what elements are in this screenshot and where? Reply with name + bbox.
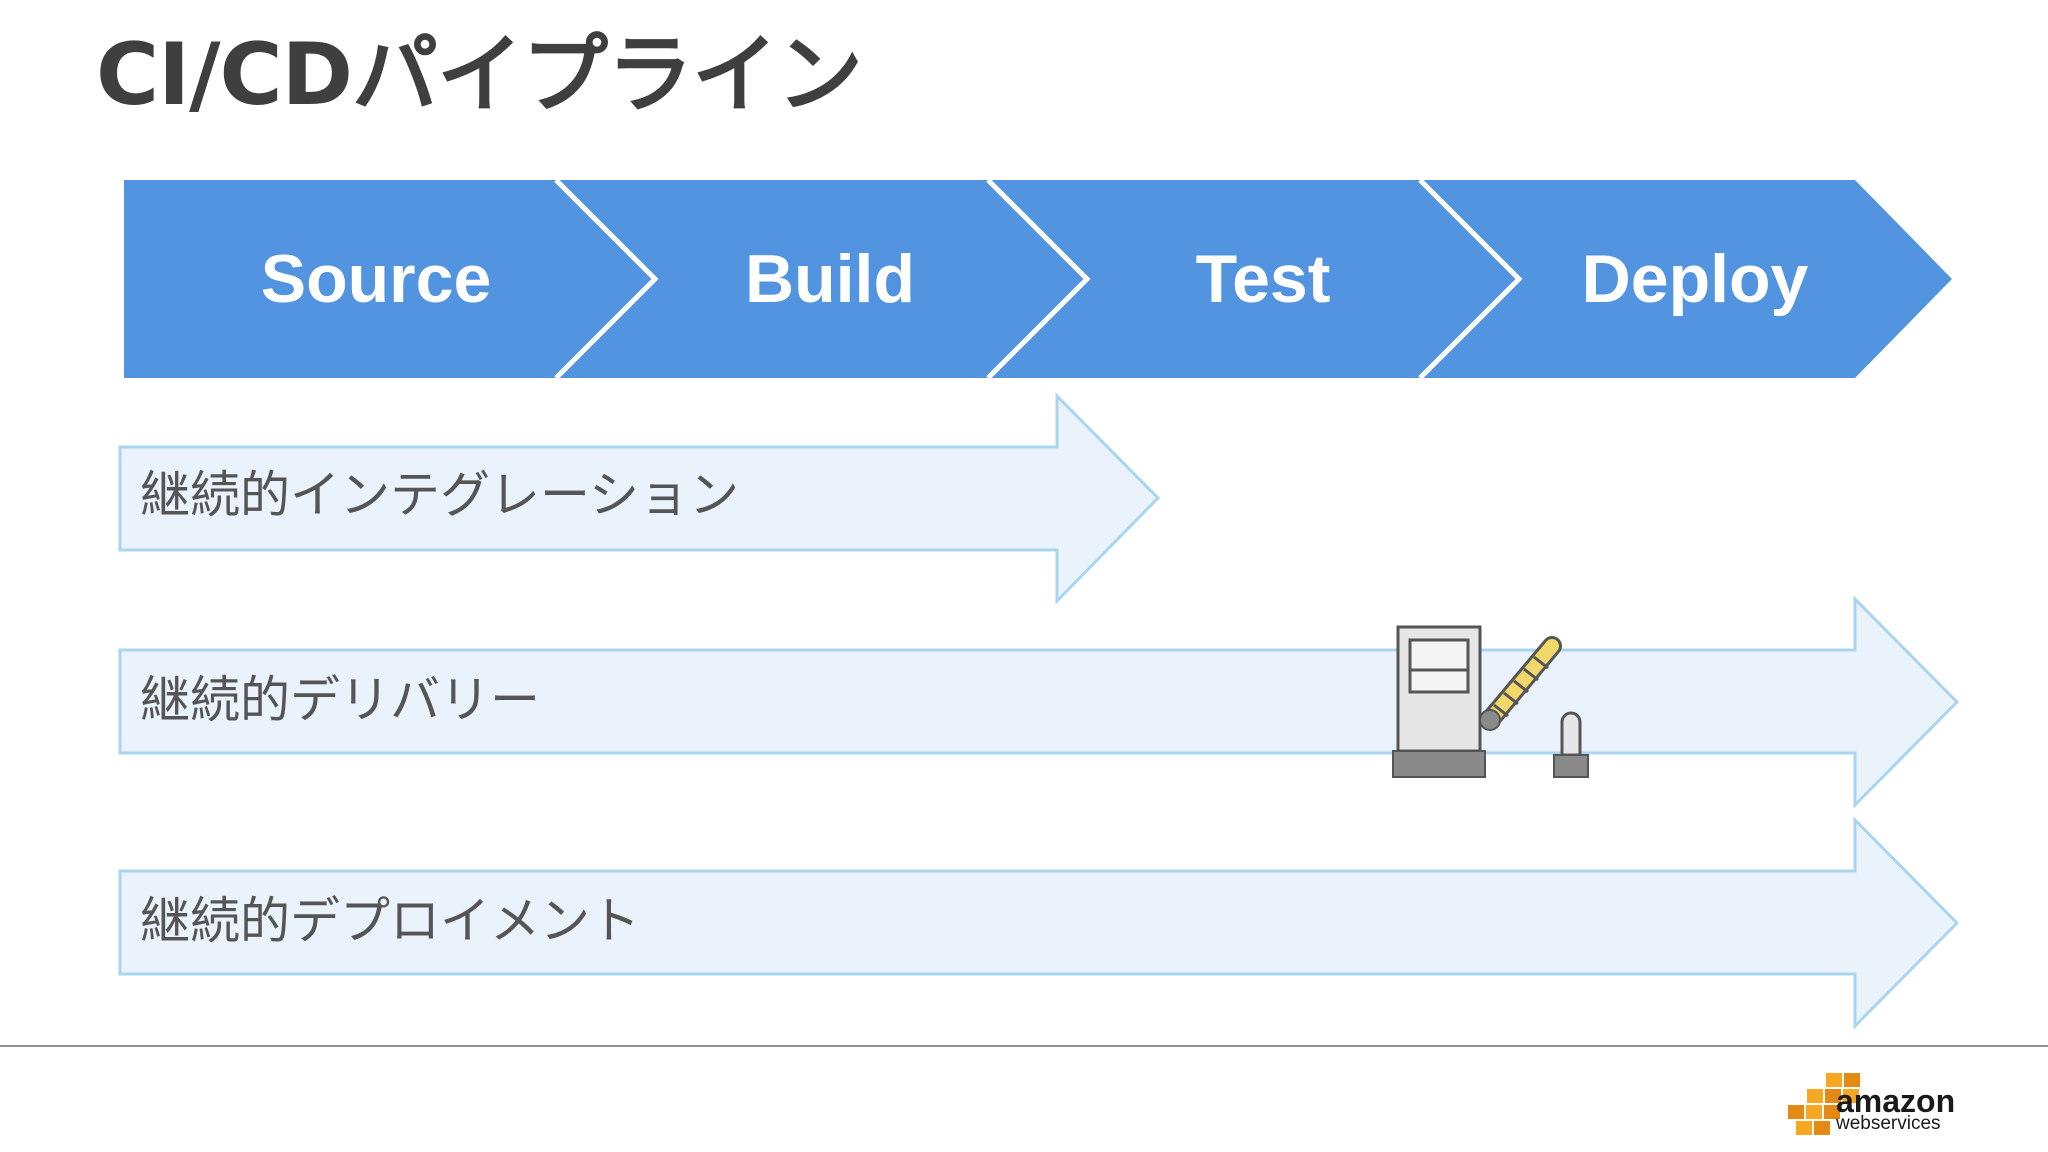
practice-arrow-ci (118, 392, 1161, 605)
practice-continuous-deployment: 継続的デプロイメント (118, 816, 1960, 1030)
practice-arrow-deployment (118, 816, 1960, 1030)
aws-logo-line1: amazon (1836, 1083, 1955, 1119)
stage-source: Source (261, 241, 492, 317)
practice-continuous-integration: 継続的インテグレーション (118, 392, 1161, 605)
practice-continuous-delivery: 継続的デリバリー (118, 595, 1960, 809)
stage-test: Test (1196, 241, 1331, 317)
practice-label-ci: 継続的インテグレーション (140, 466, 739, 524)
pipeline-background (124, 180, 1952, 378)
aws-logo-icon: amazon webservices (1788, 1073, 1955, 1135)
practice-arrow-delivery (118, 595, 1960, 809)
footer-divider (0, 1045, 2048, 1047)
practice-label-deployment: 継続的デプロイメント (140, 892, 640, 950)
stage-deploy: Deploy (1582, 241, 1809, 317)
pipeline-band: Source Build Test Deploy (124, 178, 1952, 380)
chevron-divider-3 (1418, 178, 1523, 380)
toll-gate-icon (1392, 625, 1589, 778)
stage-build: Build (745, 241, 915, 317)
aws-logo-line2: webservices (1835, 1113, 1941, 1134)
practice-label-delivery: 継続的デリバリー (140, 671, 540, 729)
chevron-divider-1 (554, 178, 659, 380)
chevron-divider-2 (986, 178, 1091, 380)
slide-title: CI/CDパイプライン (96, 25, 863, 125)
